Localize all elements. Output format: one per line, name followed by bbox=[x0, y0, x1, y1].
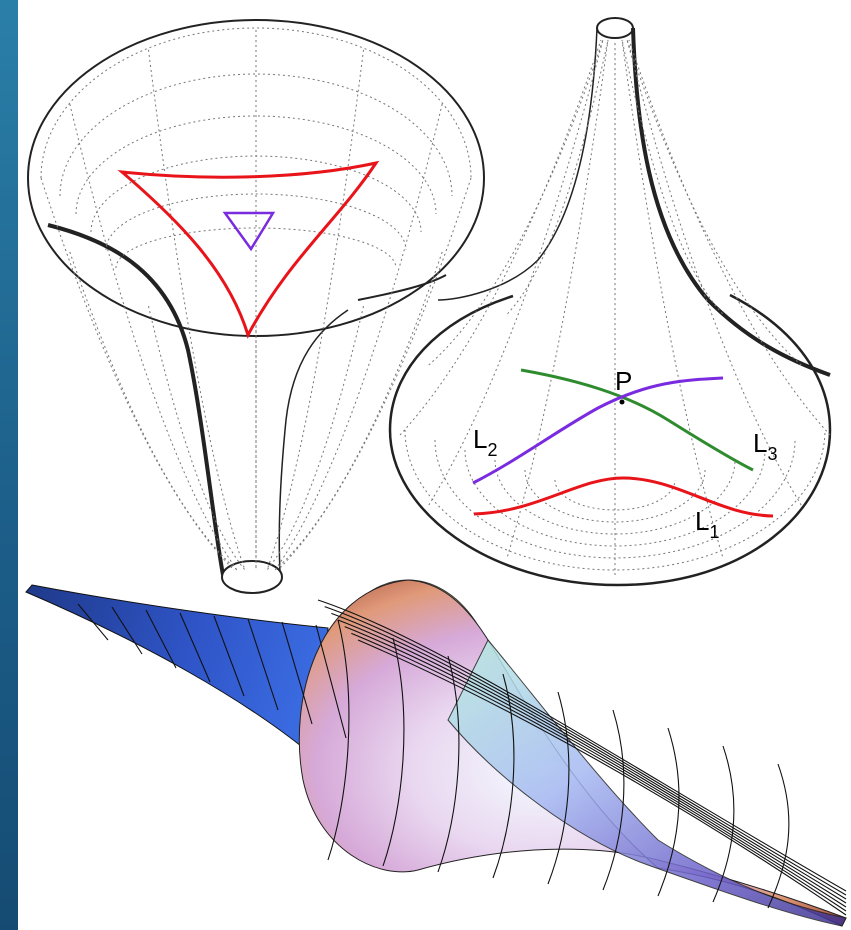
mesh-line bbox=[344, 626, 847, 908]
latitude-line bbox=[434, 439, 796, 559]
figure-canvas: P L2 L3 L1 bbox=[18, 0, 851, 930]
mesh-line bbox=[547, 691, 570, 885]
mesh-line bbox=[327, 619, 350, 861]
geodesic-triangle-small bbox=[222, 211, 276, 252]
mesh-line bbox=[767, 763, 790, 909]
mesh-line bbox=[281, 621, 313, 725]
meridian-line bbox=[626, 39, 802, 506]
mesh-line bbox=[317, 599, 847, 892]
latitude-line bbox=[115, 227, 397, 269]
mesh-line bbox=[315, 624, 347, 739]
mesh-line bbox=[247, 618, 279, 711]
base-ellipse-right bbox=[388, 293, 832, 587]
meridian-line bbox=[507, 39, 609, 557]
meridian-line bbox=[266, 306, 364, 571]
meridian-line bbox=[628, 39, 831, 436]
point-P-marker bbox=[619, 399, 625, 405]
grid-lines-left bbox=[40, 27, 472, 571]
latitude-line bbox=[404, 429, 826, 571]
left-profile-right bbox=[437, 27, 598, 301]
mesh-lines-shaded bbox=[77, 599, 847, 916]
mesh-line bbox=[712, 745, 735, 903]
latitude-line bbox=[40, 27, 472, 179]
mesh-line bbox=[179, 612, 211, 683]
right-profile-right bbox=[631, 27, 831, 377]
mesh-line bbox=[351, 632, 847, 912]
neck-opening-left bbox=[221, 560, 283, 594]
geodesic-triangle-large bbox=[117, 160, 380, 339]
latitude-line bbox=[524, 469, 706, 523]
rim-arc-right bbox=[357, 274, 447, 301]
grid-lines-right bbox=[399, 39, 831, 576]
mesh-line bbox=[437, 655, 460, 873]
pseudosphere-right: P L2 L3 L1 bbox=[388, 17, 832, 587]
label-L1: L1 bbox=[695, 506, 719, 542]
label-P: P bbox=[615, 366, 632, 396]
meridian-line bbox=[148, 306, 246, 571]
meridian-line bbox=[621, 39, 723, 557]
mesh-line bbox=[657, 727, 680, 897]
meridian-line bbox=[69, 103, 238, 571]
meridian-line bbox=[40, 177, 235, 571]
meridian-line bbox=[148, 49, 246, 571]
latitude-line bbox=[464, 449, 766, 547]
meridian-line bbox=[428, 39, 604, 506]
left-tail-surface bbox=[25, 584, 329, 762]
label-L2: L2 bbox=[473, 424, 497, 460]
latitude-line bbox=[494, 459, 736, 535]
line-L3 bbox=[520, 368, 754, 472]
neck-top-right bbox=[596, 17, 634, 39]
mesh-line bbox=[602, 709, 625, 891]
meridian-line bbox=[274, 103, 443, 571]
pseudosphere-left bbox=[27, 19, 485, 594]
line-L1 bbox=[473, 476, 774, 518]
mesh-line bbox=[111, 606, 143, 655]
meridian-line bbox=[69, 251, 238, 571]
mesh-line bbox=[145, 609, 177, 669]
pseudosphere-shaded bbox=[25, 579, 847, 927]
right-profile-curve bbox=[278, 309, 349, 573]
meridian-line bbox=[399, 39, 602, 436]
meridian-line bbox=[274, 251, 443, 571]
latitude-line bbox=[105, 193, 407, 251]
mesh-line bbox=[357, 639, 847, 916]
line-L2 bbox=[472, 376, 724, 485]
mesh-line bbox=[331, 612, 847, 900]
mesh-line bbox=[324, 606, 847, 896]
right-tail-surface bbox=[447, 639, 847, 927]
meridian-line bbox=[626, 39, 802, 366]
mesh-line bbox=[492, 673, 515, 879]
pseudosphere-figure: P L2 L3 L1 bbox=[25, 17, 847, 927]
meridian-line bbox=[277, 177, 472, 571]
latitude-line bbox=[75, 115, 437, 215]
meridian-line bbox=[507, 39, 609, 315]
meridian-line bbox=[266, 49, 364, 571]
meridian-line bbox=[428, 39, 604, 366]
label-L3: L3 bbox=[753, 428, 777, 464]
mesh-line bbox=[213, 615, 245, 697]
mesh-line bbox=[382, 637, 405, 867]
meridian-line bbox=[621, 39, 723, 315]
latitude-line bbox=[554, 479, 676, 511]
left-profile-curve bbox=[47, 223, 225, 576]
mesh-line bbox=[77, 603, 109, 641]
